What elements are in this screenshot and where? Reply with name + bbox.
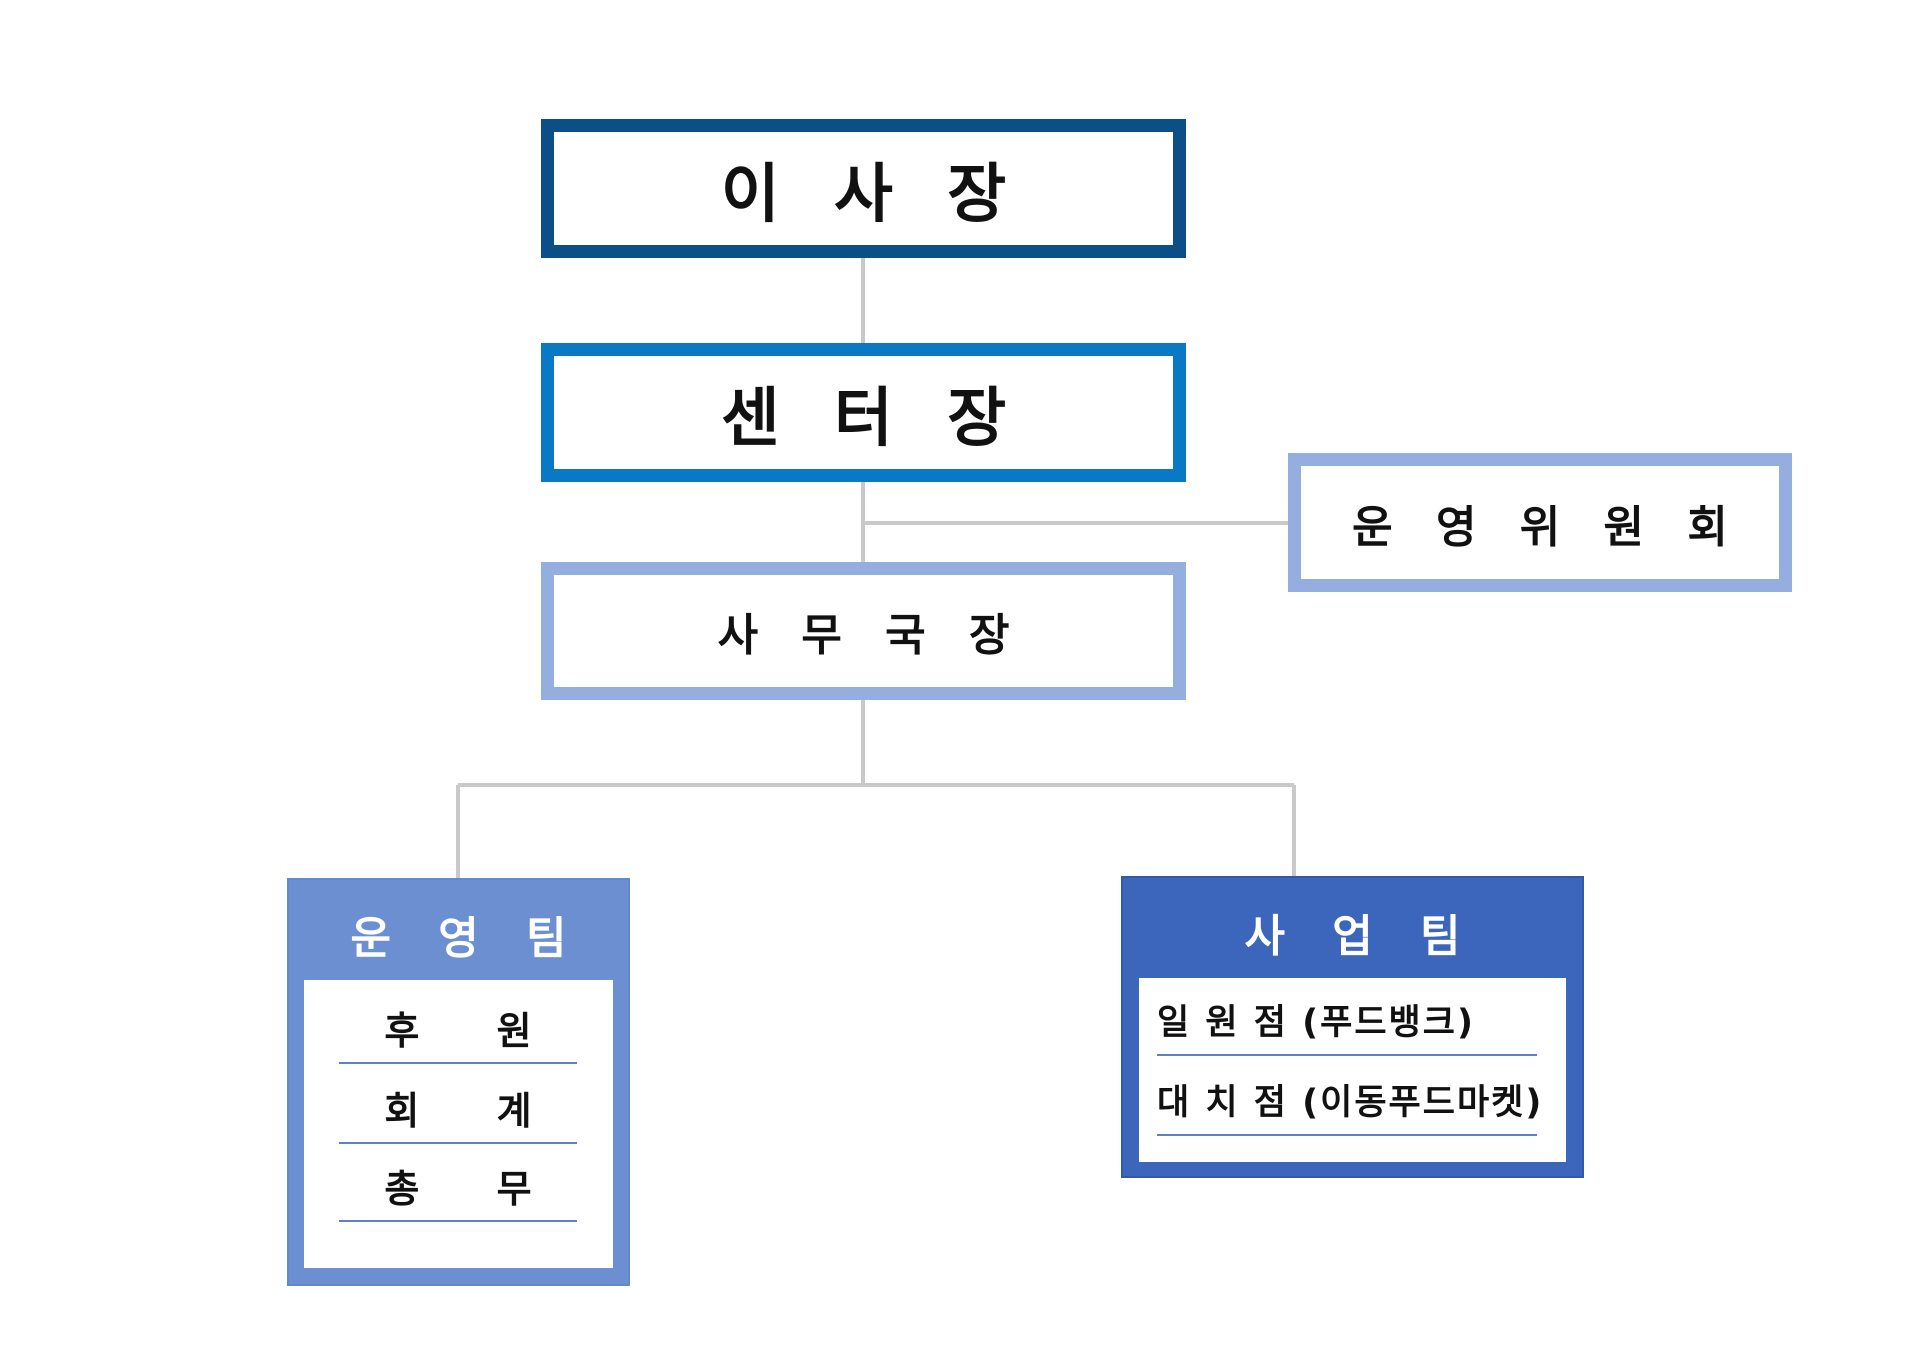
node-center-director: 센 터 장 <box>541 343 1186 482</box>
node-secretary-general-label: 사 무 국 장 <box>717 610 1024 661</box>
team-operations-list: 후 원 회 계 총 무 <box>304 980 613 1268</box>
team-operations-title: 운 영 팀 <box>350 913 583 964</box>
team-business-list: 일 원 점 (푸드뱅크) 대 치 점 (이동푸드마켓) <box>1139 978 1566 1162</box>
team-business: 사 업 팀 일 원 점 (푸드뱅크) 대 치 점 (이동푸드마켓) <box>1121 876 1584 1178</box>
team-operations-item: 회 계 <box>339 1086 577 1144</box>
node-steering-committee-label: 운 영 위 원 회 <box>1352 501 1742 553</box>
node-center-director-label: 센 터 장 <box>720 381 1023 456</box>
team-business-item: 대 치 점 (이동푸드마켓) <box>1157 1078 1541 1136</box>
node-steering-committee: 운 영 위 원 회 <box>1288 453 1792 592</box>
team-business-item: 일 원 점 (푸드뱅크) <box>1157 998 1537 1056</box>
team-operations: 운 영 팀 후 원 회 계 총 무 <box>287 878 630 1286</box>
node-secretary-general: 사 무 국 장 <box>541 562 1186 700</box>
node-chairman: 이 사 장 <box>541 119 1186 258</box>
team-operations-item: 총 무 <box>339 1164 577 1222</box>
team-business-title: 사 업 팀 <box>1244 911 1477 962</box>
team-operations-item: 후 원 <box>339 1006 577 1064</box>
node-chairman-label: 이 사 장 <box>720 157 1023 232</box>
